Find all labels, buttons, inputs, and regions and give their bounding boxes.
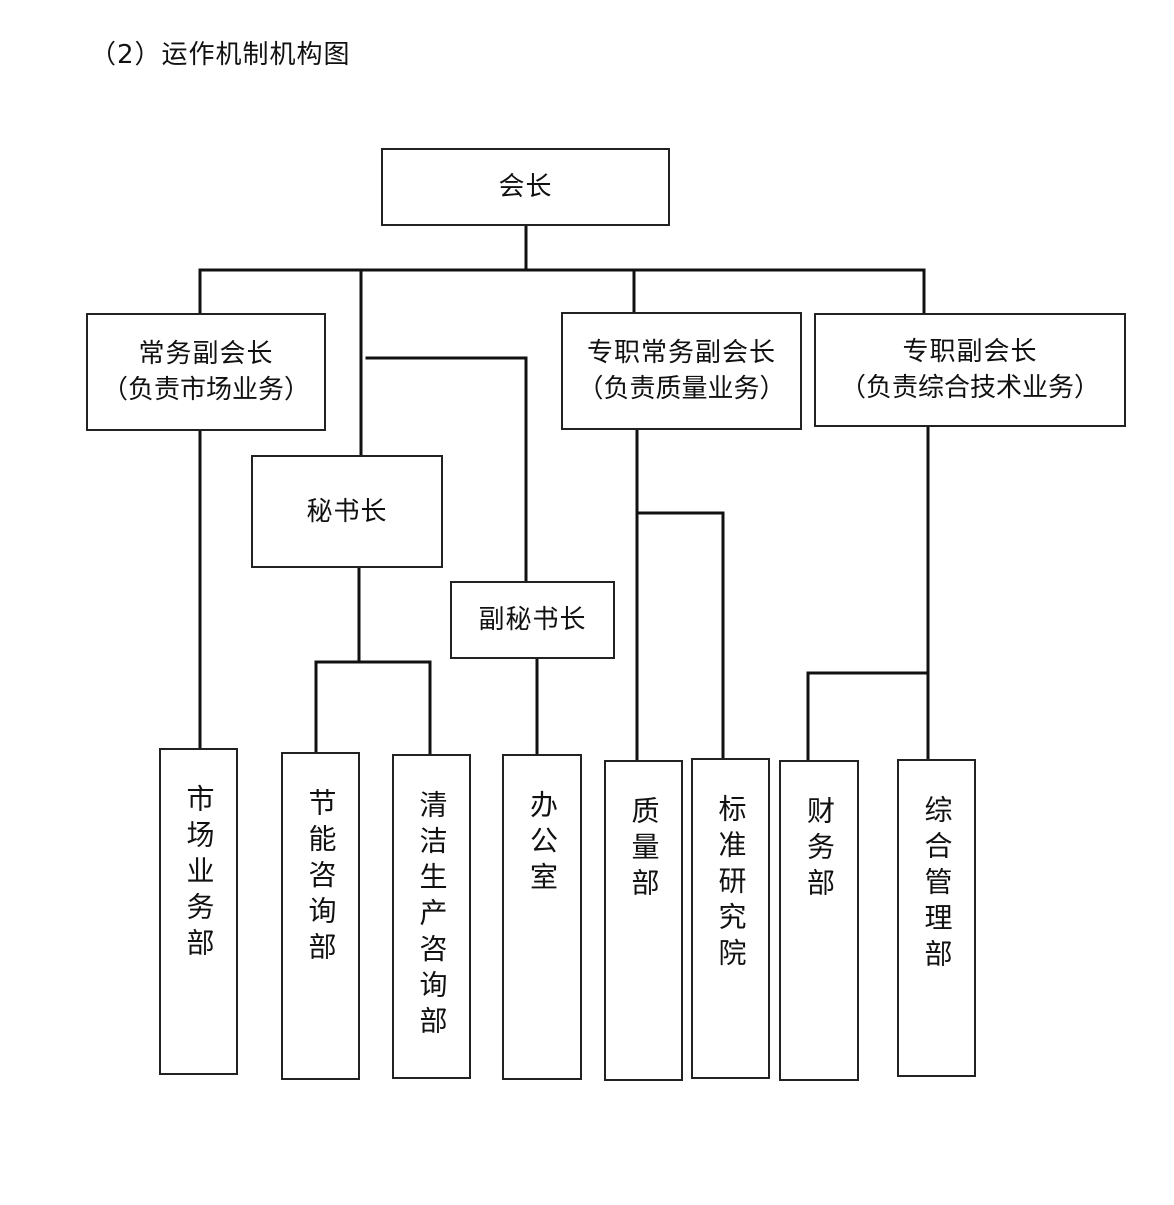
node-quality-dept: 质量部 <box>604 760 683 1081</box>
node-deputy-secretary-general-label: 副秘书长 <box>478 605 587 635</box>
node-quality-dept-label: 质量部 <box>627 796 661 904</box>
node-exec-vp: 常务副会长 （负责市场业务） <box>86 313 326 431</box>
node-fulltime-vp-sub: （负责综合技术业务） <box>839 373 1100 403</box>
node-energy-saving-dept-label: 节能咨询部 <box>304 788 338 968</box>
node-deputy-secretary-general: 副秘书长 <box>450 581 615 659</box>
node-standards-institute-label: 标准研究院 <box>714 794 748 974</box>
node-exec-vp-sub: （负责市场业务） <box>101 375 310 405</box>
node-exec-vp-label: 常务副会长 <box>138 339 274 369</box>
node-office: 办公室 <box>502 754 582 1080</box>
node-general-mgmt-dept-label: 综合管理部 <box>920 795 954 975</box>
node-fulltime-exec-vp: 专职常务副会长 （负责质量业务） <box>561 312 802 430</box>
node-standards-institute: 标准研究院 <box>691 758 770 1079</box>
node-market-dept: 市场业务部 <box>159 748 238 1075</box>
node-president-label: 会长 <box>498 172 553 202</box>
node-clean-production-dept: 清洁生产咨询部 <box>392 754 471 1079</box>
node-general-mgmt-dept: 综合管理部 <box>897 759 976 1077</box>
node-finance-dept-label: 财务部 <box>803 796 836 904</box>
node-finance-dept: 财务部 <box>779 760 859 1081</box>
node-clean-production-dept-label: 清洁生产咨询部 <box>415 790 449 1042</box>
diagram-caption: （2）运作机制机构图 <box>90 40 351 70</box>
node-fulltime-vp: 专职副会长 （负责综合技术业务） <box>814 313 1126 427</box>
node-fulltime-vp-label: 专职副会长 <box>902 337 1038 367</box>
node-fulltime-exec-vp-sub: （负责质量业务） <box>577 374 786 404</box>
node-president: 会长 <box>381 148 670 226</box>
node-office-label: 办公室 <box>526 790 559 898</box>
node-fulltime-exec-vp-label: 专职常务副会长 <box>586 338 776 368</box>
node-secretary-general: 秘书长 <box>251 455 443 568</box>
node-secretary-general-label: 秘书长 <box>306 496 388 527</box>
node-energy-saving-dept: 节能咨询部 <box>281 752 360 1080</box>
node-market-dept-label: 市场业务部 <box>182 784 216 964</box>
